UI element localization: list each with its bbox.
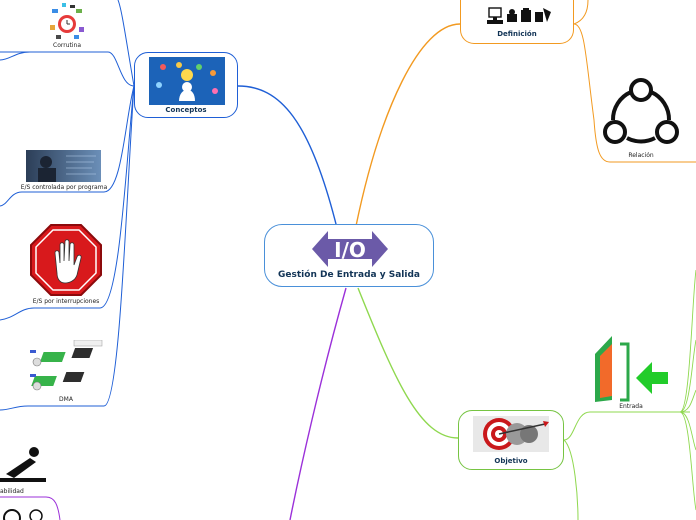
root-node[interactable]: I/O Gestión De Entrada y Salida — [264, 224, 434, 287]
link-objetivo-entrada — [563, 411, 690, 441]
definicion-node[interactable]: Definición — [460, 0, 574, 44]
link-root-purple — [289, 287, 347, 520]
definicion-label: Definición — [497, 30, 537, 38]
relacion-label: Relación — [628, 152, 654, 159]
io-logo-icon: I/O — [312, 231, 388, 267]
io-logo-text: I/O — [334, 238, 366, 262]
link-root-definicion — [355, 23, 461, 227]
objetivo-node[interactable]: Objetivo — [458, 410, 564, 470]
relation-cycle-icon — [603, 78, 679, 144]
link-conceptos-corrutina — [0, 51, 135, 87]
entrada-label: Entrada — [619, 403, 643, 410]
person-pushing-icon — [0, 444, 46, 486]
link-root-conceptos — [237, 85, 338, 229]
entrance-door-icon — [595, 336, 668, 402]
link-root-objetivo — [357, 287, 459, 439]
link-conceptos-interrupciones — [34, 85, 135, 309]
gear-icon — [3, 509, 43, 520]
devices-icon — [487, 7, 551, 24]
ideas-icon — [149, 57, 225, 105]
conceptos-node[interactable]: Conceptos — [134, 52, 238, 118]
target-icon — [473, 416, 549, 452]
partial-left-label: abilidad — [0, 488, 24, 495]
programmer-photo — [26, 150, 101, 182]
link-conceptos-top — [117, 0, 135, 87]
stop-hand-icon — [30, 224, 102, 296]
objetivo-label: Objetivo — [494, 457, 528, 465]
link-conceptos-dma — [28, 85, 135, 407]
link-definicion-relacion — [573, 23, 696, 163]
interrupciones-label: E/S por interrupciones — [32, 298, 100, 305]
programa-label: E/S controlada por programa — [20, 184, 108, 191]
link-definicion-top — [573, 0, 589, 25]
corrutina-label: Corrutina — [53, 42, 81, 49]
conceptos-label: Conceptos — [165, 106, 207, 114]
dma-label: DMA — [59, 396, 73, 403]
root-title: Gestión De Entrada y Salida — [278, 270, 420, 280]
link-conceptos-programa — [22, 85, 135, 193]
link-entrada-fan — [679, 269, 696, 511]
link-left-stubs — [0, 51, 35, 411]
link-purple-child — [0, 496, 61, 520]
dma-diagram-icon — [30, 340, 103, 391]
clock-icon — [50, 3, 84, 39]
link-objetivo-down — [563, 439, 579, 520]
